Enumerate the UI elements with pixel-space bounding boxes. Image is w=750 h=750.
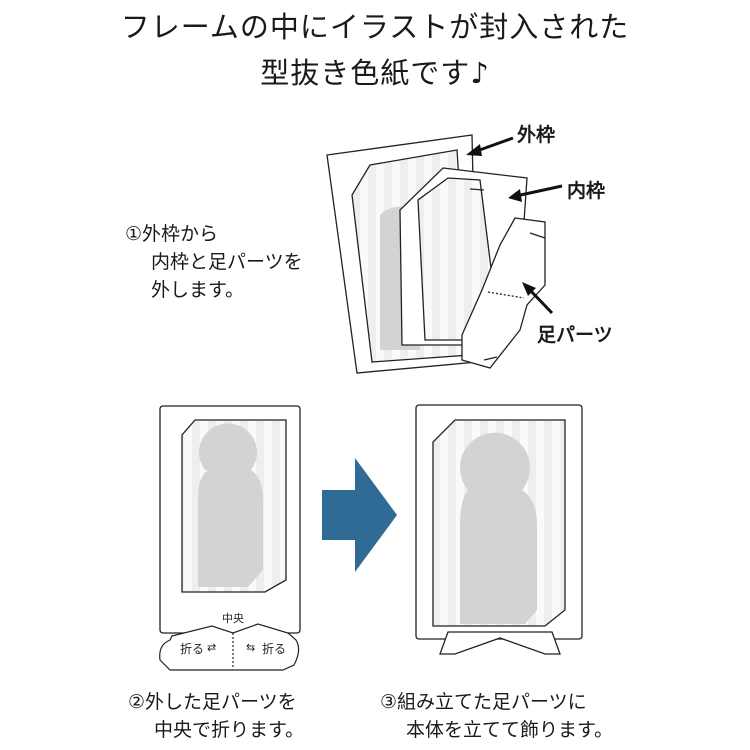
fold-arrow-right-icon: ⇆ xyxy=(246,641,255,654)
fold-arrow-left-icon: ⇄ xyxy=(207,641,216,654)
pointer-arrows xyxy=(466,136,563,315)
title-line-2: 型抜き色紙です♪ xyxy=(260,56,490,90)
fold-right-label: 折る xyxy=(262,641,286,656)
step-3-text: ③組み立てた足パーツに 本体を立てて飾ります。 xyxy=(380,691,614,741)
next-step-arrow-icon xyxy=(322,458,397,572)
step-2-text: ②外した足パーツを 中央で折ります。 xyxy=(128,691,305,741)
step-1-text: ①外枠から 内枠と足パーツを 外します。 xyxy=(125,223,303,301)
exploded-stand-part xyxy=(461,217,546,369)
fold-left-label: 折る xyxy=(180,641,204,656)
inner-frame-label: 内枠 xyxy=(567,180,606,202)
title-line-1: フレームの中にイラストが封入された xyxy=(120,10,630,44)
assembled-stand xyxy=(439,631,561,655)
folded-frame-illustration xyxy=(159,405,301,634)
standing-frame-illustration xyxy=(415,404,583,640)
center-label: 中央 xyxy=(222,612,244,625)
stand-part-label: 足パーツ xyxy=(537,324,613,346)
outer-frame-label: 外枠 xyxy=(517,124,556,146)
stand-part-flat xyxy=(159,623,300,671)
